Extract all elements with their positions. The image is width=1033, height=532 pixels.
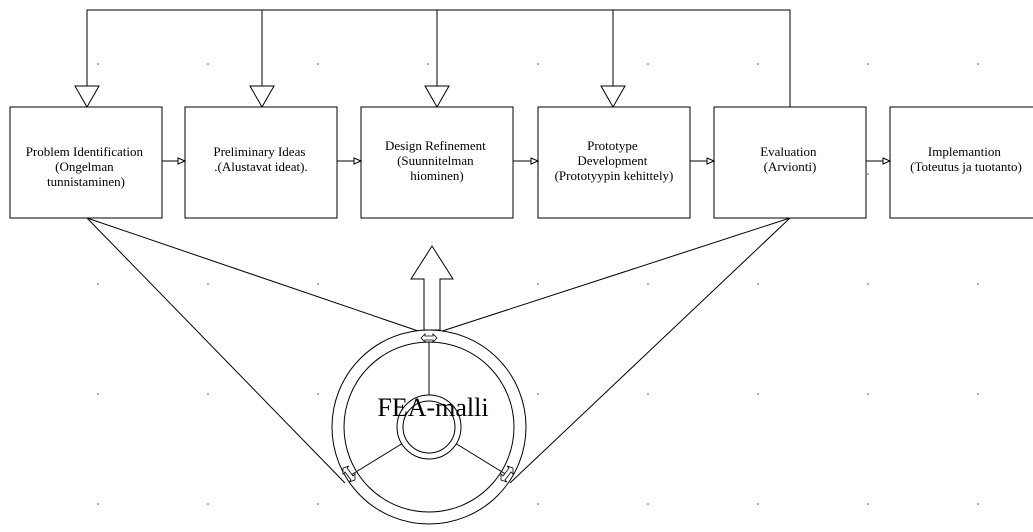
svg-text:Preliminary Ideas .(Alus: Preliminary Ideas .(Alustavat ideat).: [213, 144, 308, 174]
wheel-hub-inner: [402, 400, 456, 454]
stage-box-implementation-rect: [889, 106, 1033, 219]
grid-dot: [97, 283, 99, 285]
feedback-arrow-refine: [424, 85, 450, 109]
grid-dot: [867, 393, 869, 395]
svg-text:Design Refinement (Suunn: Design Refinement (Suunnitelman hiominen…: [385, 138, 489, 183]
stage-box-ideas-rect: [184, 106, 338, 219]
stage-box-ideas: Preliminary Ideas .(Alustavat ideat).: [184, 106, 338, 219]
stage-refine-line-3: hiominen): [410, 168, 463, 183]
stage-box-prototype: Prototype Development (Prototyypin kehit…: [537, 106, 691, 219]
flow-arrow-refine-prototype: [513, 157, 540, 165]
grid-dot: [977, 503, 979, 505]
connector-problem-wheel-left: [86, 217, 346, 484]
stage-box-evaluation-rect: [713, 106, 867, 219]
wheel-to-refinement-arrow: [410, 245, 454, 331]
stage-box-refine: Design Refinement (Suunnitelman hiominen…: [360, 106, 514, 219]
stage-box-problem: Problem Identification (Ongelman tunnist…: [9, 106, 163, 219]
stage-refine-line-2: (Suunnitelman: [397, 153, 474, 168]
svg-text:Implemantion (Toteutus j: Implemantion (Toteutus ja tuotanto): [910, 144, 1022, 174]
grid-dot: [977, 283, 979, 285]
stage-problem-line-3: tunnistaminen): [47, 174, 125, 189]
grid-dot: [867, 503, 869, 505]
svg-text:Evaluation (Arvionti): Evaluation (Arvionti): [760, 144, 820, 174]
stage-box-refine-rect: [360, 106, 514, 219]
stage-evaluation-line-2: (Arvionti): [764, 159, 817, 174]
connector-evaluation-wheel-top: [429, 217, 791, 336]
svg-text:Problem Identification (: Problem Identification (Ongelman tunnist…: [26, 144, 147, 189]
grid-dot: [97, 503, 99, 505]
grid-dot: [647, 283, 649, 285]
grid-dot: [97, 63, 99, 65]
grid-dot: [207, 503, 209, 505]
stage-implementation-line-1: Implemantion: [928, 144, 1001, 159]
grid-dot: [207, 63, 209, 65]
grid-dot: [317, 283, 319, 285]
grid-dot: [97, 393, 99, 395]
feedback-arrow-prototype: [600, 85, 626, 109]
grid-dot: [537, 503, 539, 505]
wheel-spoke-left: [350, 442, 404, 476]
feedback-arrow-ideas: [249, 85, 275, 109]
stage-prototype-line-2: Development: [577, 153, 647, 168]
fea-wheel: FEA-malli: [331, 329, 527, 525]
grid-dot: [647, 503, 649, 505]
grid-dot: [537, 393, 539, 395]
grid-dot: [537, 63, 539, 65]
stage-box-prototype-rect: [537, 106, 691, 219]
stage-prototype-line-3: (Prototyypin kehittely): [555, 168, 674, 183]
grid-dot: [647, 393, 649, 395]
svg-text:Prototype Development: Prototype Development (Prototyypin kehit…: [555, 138, 674, 183]
feedback-loop: [74, 9, 791, 109]
grid-dot: [867, 283, 869, 285]
flow-arrows: [162, 157, 892, 165]
feedback-line: [86, 9, 791, 107]
grid-dot: [757, 63, 759, 65]
wheel-rotation-arrow-top: [420, 333, 438, 343]
wheel-rotation-arrow-right: [500, 465, 514, 483]
connector-problem-wheel-top: [86, 217, 431, 336]
grid-dot: [757, 393, 759, 395]
stage-problem-line-1: Problem Identification: [26, 144, 144, 159]
grid-dot: [977, 63, 979, 65]
hollow-up-arrow: [410, 245, 454, 331]
flow-arrow-prototype-evaluation: [690, 157, 716, 165]
grid-dot: [867, 173, 869, 175]
connector-evaluation-wheel-right: [509, 217, 791, 484]
grid-dot: [977, 393, 979, 395]
flow-arrow-ideas-refine: [337, 157, 363, 165]
stage-box-evaluation: Evaluation (Arvionti): [713, 106, 867, 219]
wheel-rotation-arrow-left: [342, 465, 356, 483]
stage-evaluation-line-1: Evaluation: [760, 144, 817, 159]
grid-dot: [757, 283, 759, 285]
grid-dot: [427, 63, 429, 65]
grid-dot: [647, 63, 649, 65]
grid-dot: [207, 283, 209, 285]
stage-implementation-line-2: (Toteutus ja tuotanto): [910, 159, 1022, 174]
flow-arrow-problem-ideas: [162, 157, 187, 165]
grid-dot: [317, 63, 319, 65]
stage-refine-line-1: Design Refinement: [385, 138, 486, 153]
grid-dot: [537, 283, 539, 285]
stage-prototype-line-1: Prototype: [587, 138, 638, 153]
fea-label: FEA-malli: [377, 393, 488, 422]
grid-dot: [207, 393, 209, 395]
grid-dot: [317, 393, 319, 395]
wheel-spoke-right: [454, 442, 508, 476]
grid-dot: [867, 63, 869, 65]
stage-box-implementation: Implemantion (Toteutus ja tuotanto): [889, 106, 1033, 219]
grid-dot: [757, 503, 759, 505]
flow-arrow-evaluation-implementation: [866, 157, 892, 165]
feedback-arrow-problem: [74, 85, 100, 109]
stage-ideas-line-2: .(Alustavat ideat).: [214, 159, 308, 174]
wheel-connectors: [86, 217, 791, 484]
grid-dot: [317, 503, 319, 505]
stage-problem-line-2: (Ongelman: [55, 159, 114, 174]
stage-box-problem-rect: [9, 106, 163, 219]
stage-ideas-line-1: Preliminary Ideas: [213, 144, 305, 159]
